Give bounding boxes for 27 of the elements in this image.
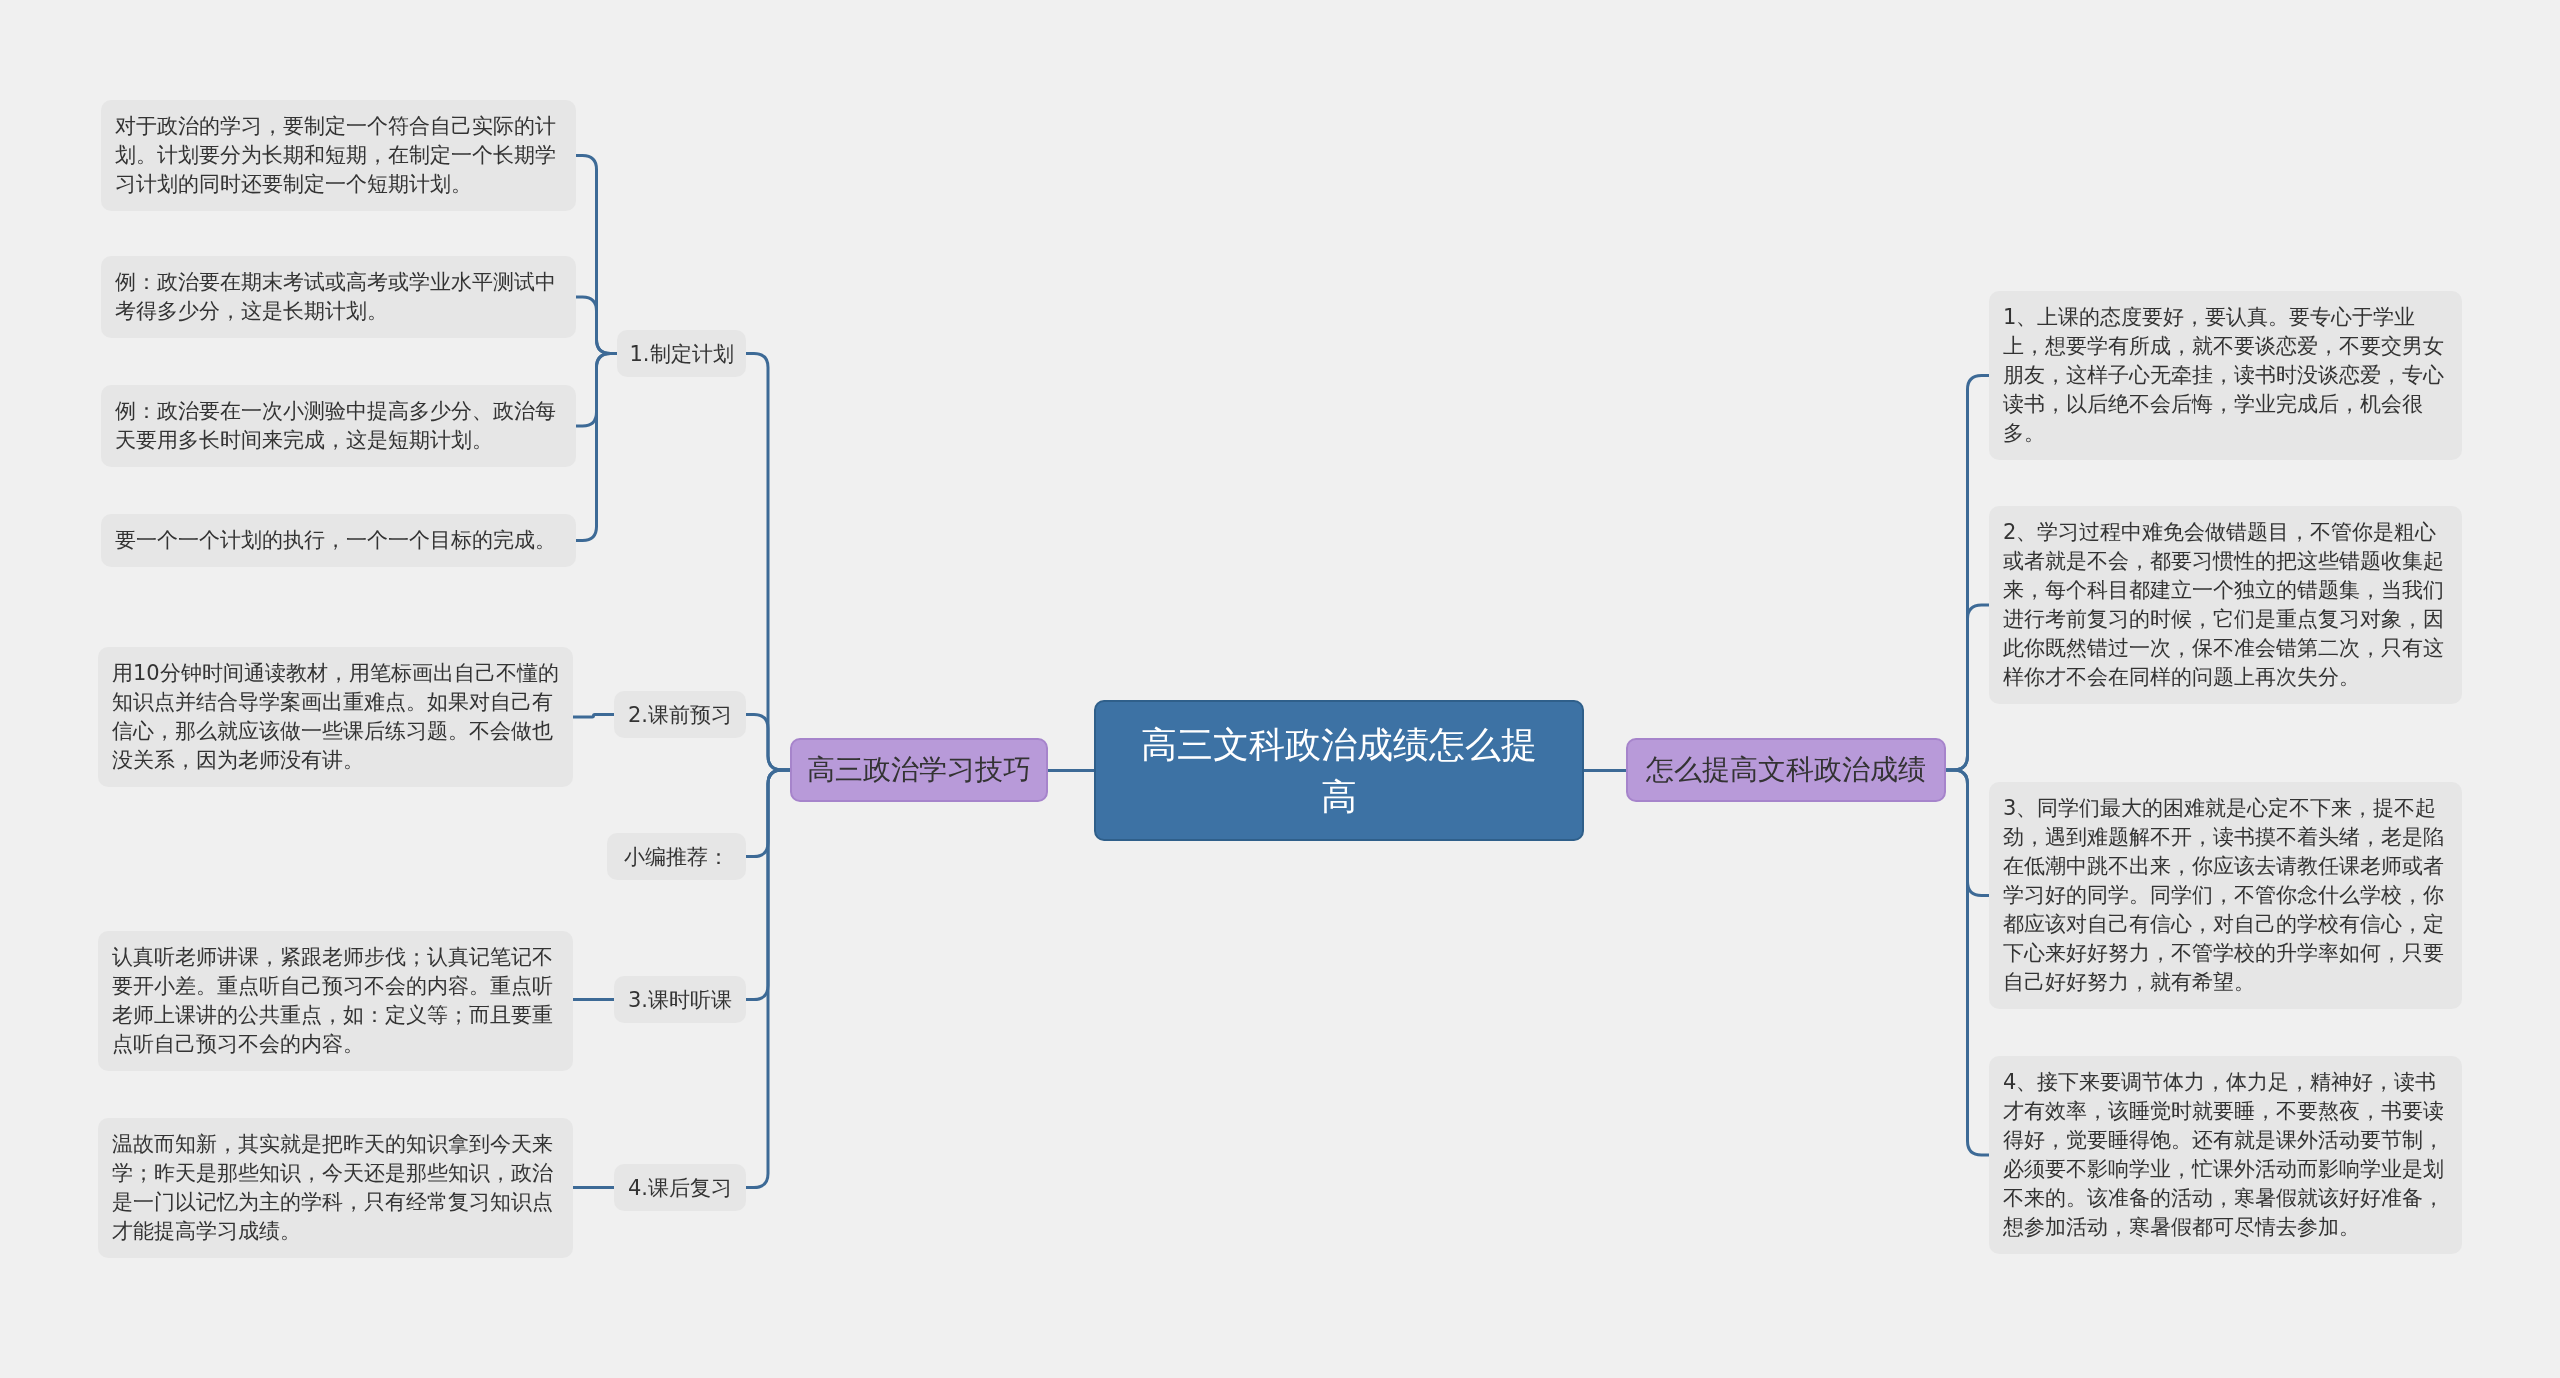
text-box: 4、接下来要调节体力，体力足，精神好，读书才有效率，该睡觉时就要睡，不要熬夜，书要读得好，觉要睡得饱。还有就是课外活动要节制，必须要不影响学业，忙课外活动而影响学业是划不来的。该准备的活动，寒暑假就该好好准备，想参加活动，寒暑假都可尽情去参加。 [1989, 1056, 2462, 1254]
central-topic-box: 高三文科政治成绩怎么提高 [1094, 700, 1584, 841]
text-box: 2、学习过程中难免会做错题目，不管你是粗心或者就是不会，都要习惯性的把这些错题收集起来，每个科目都建立一个独立的错题集，当我们进行考前复习的时候，它们是重点复习对象，因此你既然错过一次，保不准会错第二次，只有这样你才不会在同样的问题上再次失分。 [1989, 506, 2462, 704]
connector-line [573, 713, 614, 719]
text-box: 用10分钟时间通读教材，用笔标画出自己不懂的知识点并结合导学案画出重难点。如果对自己有信心，那么就应该做一些课后练习题。不会做也没关系，因为老师没有讲。 [98, 647, 573, 787]
connector-line [573, 998, 614, 1001]
subtopic-box: 4.课后复习 [614, 1164, 746, 1211]
connector-line [1946, 768, 1989, 1157]
text-box: 温故而知新，其实就是把昨天的知识拿到今天来学；昨天是那些知识，今天还是那些知识，政治是一门以记忆为主的学科，只有经常复习知识点才能提高学习成绩。 [98, 1118, 573, 1258]
text-box: 认真听老师讲课，紧跟老师步伐；认真记笔记不要开小差。重点听自己预习不会的内容。重点听老师上课讲的公共重点，如：定义等；而且要重点听自己预习不会的内容。 [98, 931, 573, 1071]
subtopic-box: 2.课前预习 [614, 691, 746, 738]
text-box: 对于政治的学习，要制定一个符合自己实际的计划。计划要分为长期和短期，在制定一个长期学习计划的同时还要制定一个短期计划。 [101, 100, 576, 211]
subtopic-box: 3.课时听课 [614, 976, 746, 1023]
text-box: 3、同学们最大的困难就是心定不下来，提不起劲，遇到难题解不开，读书摸不着头绪，老是陷在低潮中跳不出来，你应该去请教任课老师或者学习好的同学。同学们，不管你念什么学校，你都应该对自己有信心，对自己的学校有信心，定下心来好好努力，不管学校的升学率如何，只要自己好好努力，就有希望。 [1989, 782, 2462, 1009]
text-box: 1、上课的态度要好，要认真。要专心于学业上，想要学有所成，就不要谈恋爱，不要交男女朋友，这样子心无牵挂，读书时没谈恋爱，专心读书，以后绝不会后悔，学业完成后，机会很多。 [1989, 291, 2462, 460]
subtopic-box: 小编推荐： [607, 833, 746, 880]
topic-box: 怎么提高文科政治成绩 [1626, 738, 1946, 802]
text-box: 要一个一个计划的执行，一个一个目标的完成。 [101, 514, 576, 567]
text-box: 例：政治要在一次小测验中提高多少分、政治每天要用多长时间来完成，这是短期计划。 [101, 385, 576, 467]
connector-line [576, 352, 617, 542]
connector-line [746, 768, 790, 1189]
connector-line [1584, 769, 1626, 772]
connector-line [1048, 769, 1094, 772]
subtopic-box: 1.制定计划 [617, 330, 746, 377]
topic-box: 高三政治学习技巧 [790, 738, 1048, 802]
connector-line [573, 1186, 614, 1189]
text-box: 例：政治要在期末考试或高考或学业水平测试中考得多少分，这是长期计划。 [101, 256, 576, 338]
